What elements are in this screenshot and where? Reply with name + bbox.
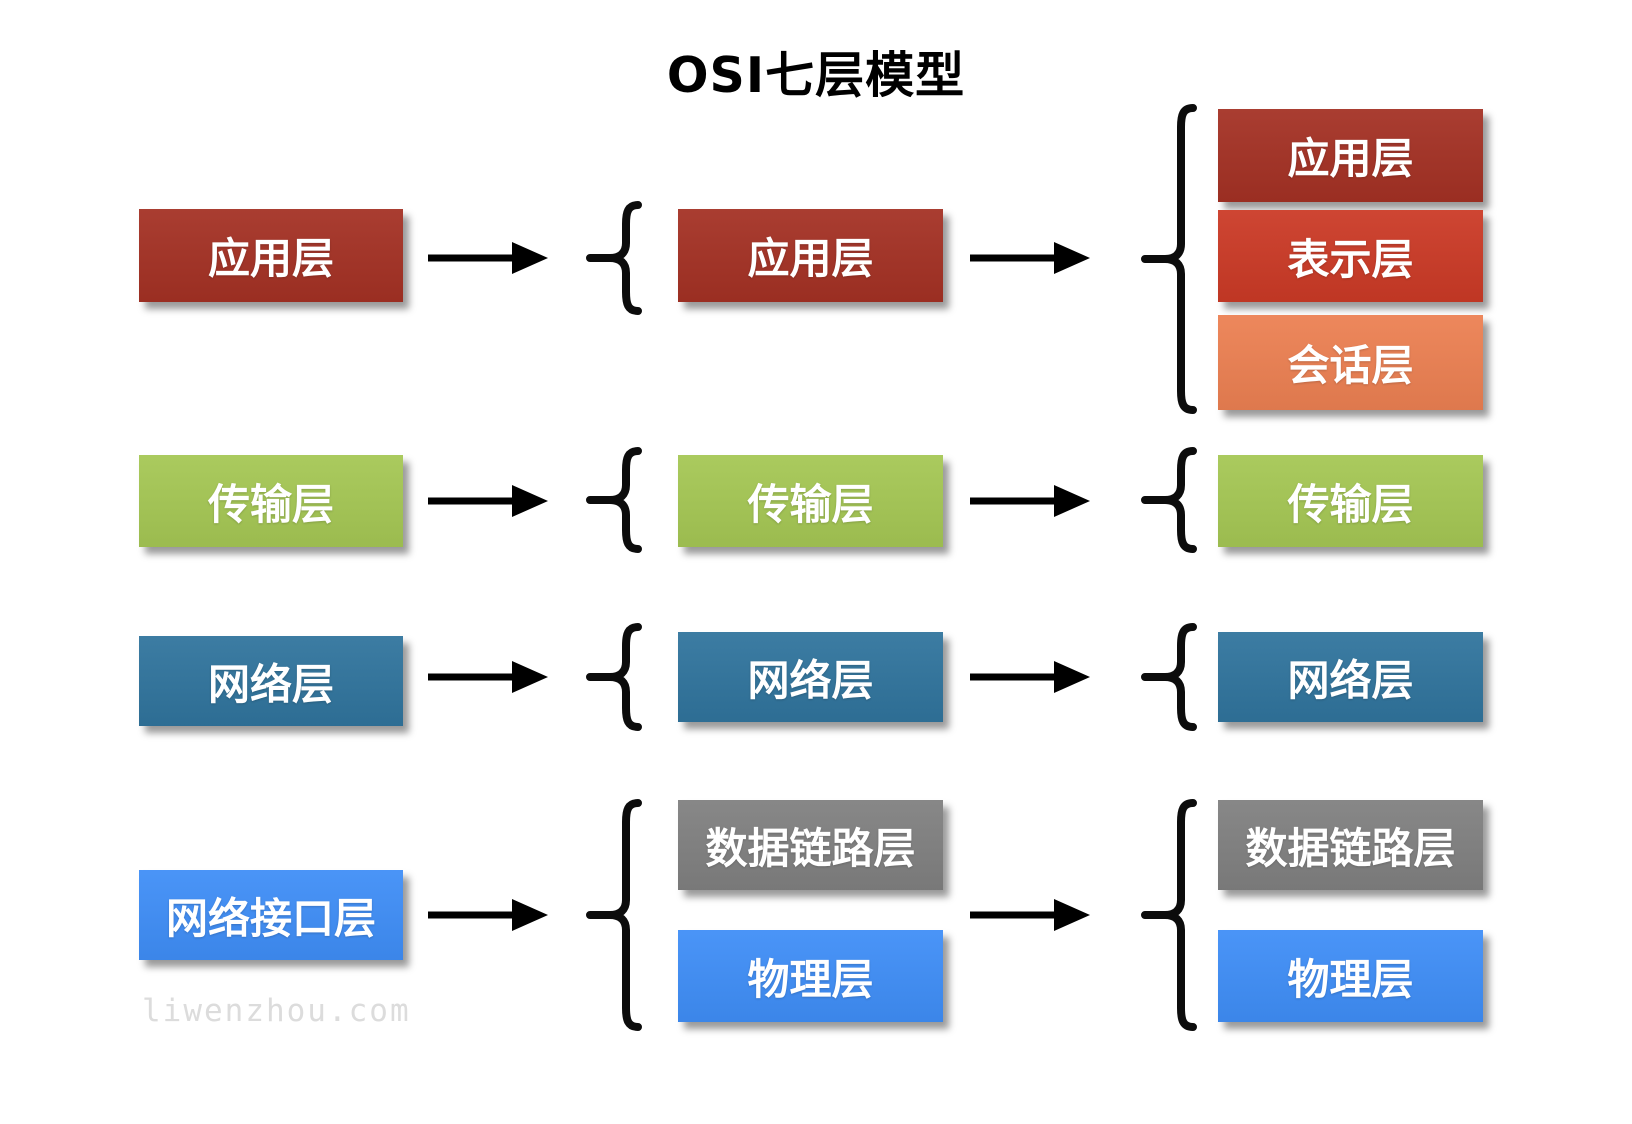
curly-brace-icon xyxy=(1141,104,1197,414)
right-arrow-icon xyxy=(970,485,1090,517)
middle-data-link-layer-box: 数据链路层 xyxy=(678,800,943,890)
right-arrow-icon xyxy=(970,899,1090,931)
right-application-layer-box: 应用层 xyxy=(1218,109,1483,202)
middle-physical-layer-box: 物理层 xyxy=(678,930,943,1022)
middle-transport-layer-box: 传输层 xyxy=(678,455,943,547)
curly-brace-icon xyxy=(1141,447,1197,553)
right-session-layer-box: 会话层 xyxy=(1218,315,1483,410)
right-transport-layer-box: 传输层 xyxy=(1218,455,1483,547)
left-transport-layer-box: 传输层 xyxy=(139,455,403,547)
left-application-layer-box: 应用层 xyxy=(139,209,403,302)
watermark-text: liwenzhou.com xyxy=(142,993,411,1029)
curly-brace-icon xyxy=(586,201,642,315)
curly-brace-icon xyxy=(586,623,642,731)
right-arrow-icon xyxy=(428,661,548,693)
right-data-link-layer-box: 数据链路层 xyxy=(1218,800,1483,890)
curly-brace-icon xyxy=(1141,799,1197,1031)
curly-brace-icon xyxy=(586,447,642,553)
right-arrow-icon xyxy=(428,899,548,931)
right-presentation-layer-box: 表示层 xyxy=(1218,210,1483,302)
right-arrow-icon xyxy=(970,661,1090,693)
middle-network-layer-box: 网络层 xyxy=(678,632,943,722)
diagram-title: OSI七层模型 xyxy=(666,47,966,104)
right-physical-layer-box: 物理层 xyxy=(1218,930,1483,1022)
left-network-interface-layer-box: 网络接口层 xyxy=(139,870,403,960)
curly-brace-icon xyxy=(586,799,642,1031)
right-arrow-icon xyxy=(970,242,1090,274)
left-network-layer-box: 网络层 xyxy=(139,636,403,726)
right-arrow-icon xyxy=(428,485,548,517)
right-arrow-icon xyxy=(428,242,548,274)
middle-application-layer-box: 应用层 xyxy=(678,209,943,302)
right-network-layer-box: 网络层 xyxy=(1218,632,1483,722)
curly-brace-icon xyxy=(1141,623,1197,731)
